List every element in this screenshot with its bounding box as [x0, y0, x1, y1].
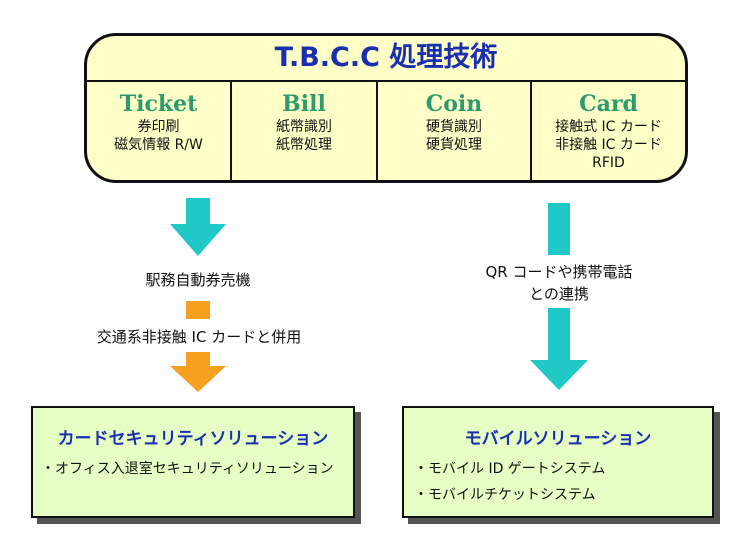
mobile-solution-item: ・モバイルチケットシステム — [414, 487, 596, 503]
column-line: RFID — [592, 155, 625, 171]
column-line: 紙幣識別 — [276, 119, 332, 135]
mobile-solution-item: ・モバイル ID ゲートシステム — [414, 461, 606, 477]
mobile-solution-box: モバイルソリューション ・モバイル ID ゲートシステム ・モバイルチケットシス… — [402, 406, 714, 518]
column-heading-bill: Bill — [282, 91, 326, 117]
column-coin: Coin 硬貨識別 硬貨処理 — [376, 82, 530, 180]
column-heading-ticket: Ticket — [119, 91, 198, 117]
left-cyan-arrow-head — [170, 224, 226, 256]
title-divider — [87, 80, 685, 82]
right-flow-label-line-2: との連携 — [529, 285, 589, 303]
column-card: Card 接触式 IC カード 非接触 IC カード RFID — [530, 82, 685, 180]
left-flow-label-ticket-machine: 駅務自動券売機 — [145, 271, 251, 289]
column-bill: Bill 紙幣識別 紙幣処理 — [230, 82, 376, 180]
left-orange-arrow-shaft-bottom — [186, 352, 210, 366]
right-cyan-arrow-shaft-top — [548, 203, 570, 255]
column-line: 券印刷 — [137, 119, 180, 135]
column-heading-coin: Coin — [425, 91, 483, 117]
mobile-solution-title: モバイルソリューション — [464, 429, 652, 449]
column-line: 硬貨処理 — [426, 137, 482, 153]
left-cyan-arrow-shaft — [186, 198, 210, 224]
right-cyan-arrow-shaft-bottom — [548, 308, 570, 360]
left-orange-arrow-head — [170, 366, 226, 392]
column-line: 磁気情報 R/W — [114, 137, 203, 153]
column-ticket: Ticket 券印刷 磁気情報 R/W — [87, 82, 230, 180]
card-solution-title: カードセキュリティソリューション — [57, 429, 329, 449]
column-line: 硬貨識別 — [426, 119, 482, 135]
card-solution-item: ・オフィス入退室セキュリティソリューション — [41, 461, 334, 477]
column-line: 接触式 IC カード — [555, 119, 662, 135]
card-security-solution-box: カードセキュリティソリューション ・オフィス入退室セキュリティソリューション — [31, 406, 355, 518]
column-line: 非接触 IC カード — [555, 137, 662, 153]
column-line: 紙幣処理 — [276, 137, 332, 153]
column-heading-card: Card — [579, 91, 638, 117]
tbcc-title: T.B.C.C 処理技術 — [274, 42, 498, 73]
right-cyan-arrow-head — [530, 360, 588, 390]
tbcc-technology-box: T.B.C.C 処理技術 Ticket 券印刷 磁気情報 R/W Bill 紙幣… — [84, 33, 688, 183]
right-flow-label-line-1: QR コードや携帯電話 — [485, 263, 633, 281]
left-orange-arrow-shaft-top — [186, 301, 210, 319]
left-flow-label-ic-card: 交通系非接触 IC カードと併用 — [96, 328, 302, 346]
